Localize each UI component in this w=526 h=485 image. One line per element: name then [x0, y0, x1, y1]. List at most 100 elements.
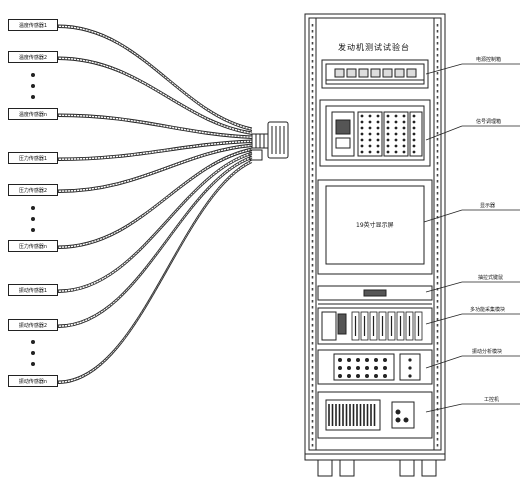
- channel-dot: [412, 144, 416, 148]
- rail-hole: [311, 312, 314, 315]
- channel-dot: [368, 120, 372, 124]
- rail-hole: [311, 90, 314, 93]
- rail-hole: [311, 342, 314, 345]
- connector-plug-icon: [249, 121, 289, 161]
- cable-strand: [57, 159, 253, 382]
- rail-hole: [436, 294, 439, 297]
- rail-hole: [311, 348, 314, 351]
- rail-hole: [436, 414, 439, 417]
- cable-strand: [57, 116, 253, 139]
- rail-hole: [311, 228, 314, 231]
- channel-dot: [402, 132, 406, 136]
- channel-dot: [368, 144, 372, 148]
- sensor-pressure-2: 压力传感器2: [8, 184, 58, 196]
- channel-dot: [386, 114, 390, 118]
- monitor-19in: [317, 179, 433, 275]
- channel-dot: [368, 126, 372, 130]
- vibration-channel: [374, 358, 378, 362]
- rail-hole: [436, 420, 439, 423]
- sensor-temp-1: 温度传感器1: [8, 19, 58, 31]
- rail-hole: [436, 336, 439, 339]
- vibration-channel: [347, 358, 351, 362]
- rail-hole: [311, 270, 314, 273]
- cable-strand: [57, 151, 253, 291]
- channel-dot: [402, 144, 406, 148]
- callout-vibration-module: 振动分析模块: [472, 349, 503, 355]
- cable-strand: [57, 155, 253, 326]
- channel-dot: [386, 150, 390, 154]
- rail-hole: [311, 420, 314, 423]
- channel-dot: [376, 138, 380, 142]
- vibration-module: [317, 349, 433, 385]
- channel-dot: [386, 126, 390, 130]
- cable-strand: [57, 113, 253, 137]
- rail-hole: [436, 384, 439, 387]
- rail-hole: [311, 210, 314, 213]
- rail-hole: [311, 252, 314, 255]
- cable-braid: [57, 160, 253, 384]
- channel-dot: [412, 126, 416, 130]
- rail-hole: [436, 78, 439, 81]
- vibration-channel: [338, 374, 342, 378]
- channel-dot: [394, 114, 398, 118]
- rail-hole: [436, 144, 439, 147]
- vibration-channel: [383, 366, 387, 370]
- monitor-screen-text: 19英寸显示屏: [356, 222, 394, 229]
- test-rack: [304, 13, 446, 477]
- rail-hole: [311, 30, 314, 33]
- callout-monitor: 显示器: [480, 203, 496, 209]
- channel-dot: [376, 132, 380, 136]
- rail-hole: [436, 222, 439, 225]
- rail-hole: [311, 144, 314, 147]
- rail-hole: [311, 132, 314, 135]
- rail-hole: [311, 390, 314, 393]
- rail-hole: [436, 126, 439, 129]
- vibration-channel: [347, 374, 351, 378]
- rail-hole: [311, 324, 314, 327]
- rail-hole: [311, 444, 314, 447]
- rail-hole: [436, 360, 439, 363]
- rack-rail-holes: [311, 24, 439, 447]
- signal-channel-dots: [360, 114, 416, 154]
- sensor-pressure-1: 压力传感器1: [8, 152, 58, 164]
- rail-hole: [436, 90, 439, 93]
- rail-hole: [436, 192, 439, 195]
- channel-dot: [402, 138, 406, 142]
- callout-keyboard-drawer: 抽拉式键鼠: [478, 275, 504, 281]
- rail-hole: [436, 366, 439, 369]
- rail-hole: [311, 60, 314, 63]
- channel-dot: [394, 150, 398, 154]
- cable-strand: [57, 143, 253, 191]
- rail-hole: [311, 300, 314, 303]
- rail-hole: [311, 180, 314, 183]
- rail-hole: [436, 84, 439, 87]
- rail-hole: [311, 336, 314, 339]
- rail-hole: [436, 348, 439, 351]
- rail-hole: [311, 438, 314, 441]
- callout-acquisition-module: 多功能采集模块: [470, 307, 506, 313]
- vibration-channel: [383, 374, 387, 378]
- rail-hole: [436, 156, 439, 159]
- rail-hole: [436, 426, 439, 429]
- rail-hole: [436, 402, 439, 405]
- channel-dot: [368, 138, 372, 142]
- channel-dot: [402, 126, 406, 130]
- ellipsis-dots-pressure: [31, 206, 35, 232]
- vibration-channel: [408, 358, 412, 362]
- rail-hole: [436, 66, 439, 69]
- channel-dot: [402, 150, 406, 154]
- rail-hole: [436, 432, 439, 435]
- channel-dot: [376, 150, 380, 154]
- sensor-pressure-n: 压力传感器n: [8, 240, 58, 252]
- rail-hole: [311, 102, 314, 105]
- vibration-channel: [374, 366, 378, 370]
- rail-hole: [436, 240, 439, 243]
- rail-hole: [436, 330, 439, 333]
- rail-hole: [311, 264, 314, 267]
- channel-dot: [394, 144, 398, 148]
- rail-hole: [436, 42, 439, 45]
- rail-hole: [311, 306, 314, 309]
- rail-hole: [311, 168, 314, 171]
- cable-strand: [57, 147, 253, 247]
